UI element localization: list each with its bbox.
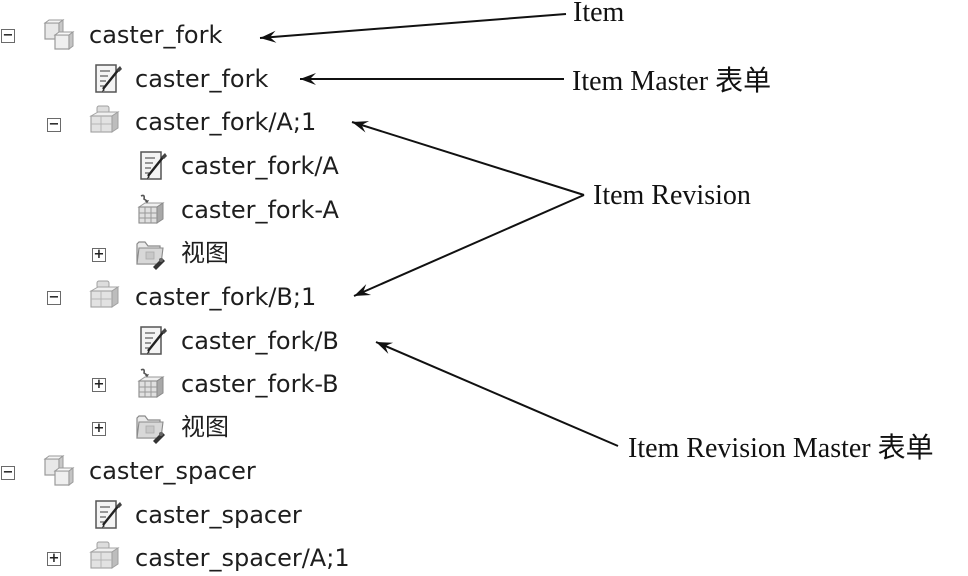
arrowhead	[376, 342, 394, 354]
minus-icon: −	[2, 28, 14, 43]
collapse-toggle[interactable]: −	[1, 29, 15, 43]
form-icon	[137, 149, 171, 183]
dataset-icon	[135, 367, 169, 401]
tree-node-label[interactable]: caster_fork-A	[181, 196, 339, 224]
tree-node-label[interactable]: caster_spacer	[89, 457, 256, 485]
tree-node-label[interactable]: caster_fork/A	[181, 152, 339, 180]
item-icon	[41, 455, 75, 489]
dataset-icon	[135, 193, 169, 227]
plus-icon: +	[93, 421, 105, 436]
item-revision-icon	[88, 540, 122, 574]
tree-node-label[interactable]: 视图	[181, 413, 229, 441]
form-icon	[137, 324, 171, 358]
arrowhead	[300, 73, 316, 85]
arrowhead	[260, 30, 277, 43]
minus-icon: −	[48, 117, 60, 132]
minus-icon: −	[48, 290, 60, 305]
tree-node-label[interactable]: caster_fork	[135, 65, 269, 93]
expand-toggle[interactable]: +	[92, 422, 106, 436]
annotation-item-master: Item Master 表单	[572, 66, 772, 97]
folder-icon	[134, 410, 168, 444]
collapse-toggle[interactable]: −	[1, 466, 15, 480]
tree-node-label[interactable]: caster_fork/B	[181, 327, 339, 355]
tree-node-label[interactable]: caster_fork	[89, 21, 223, 49]
tree-node-label[interactable]: caster_fork/B;1	[135, 283, 317, 311]
folder-icon	[134, 236, 168, 270]
tree-node-label[interactable]: caster_spacer/A;1	[135, 544, 350, 572]
tree-node-label[interactable]: 视图	[181, 239, 229, 267]
minus-icon: −	[2, 465, 14, 480]
arrow-item-revision-a	[351, 121, 585, 196]
arrowhead	[352, 121, 370, 133]
tree-node-label[interactable]: caster_fork-B	[181, 370, 339, 398]
annotation-item: Item	[573, 0, 625, 28]
collapse-toggle[interactable]: −	[47, 118, 61, 132]
form-icon	[92, 62, 126, 96]
annotation-item-revision-master: Item Revision Master 表单	[628, 433, 934, 464]
plus-icon: +	[48, 551, 60, 566]
expand-toggle[interactable]: +	[47, 552, 61, 566]
plus-icon: +	[93, 247, 105, 262]
annotation-item-revision: Item Revision	[593, 180, 751, 211]
arrow-item-revision-master	[375, 341, 619, 447]
item-revision-icon	[88, 104, 122, 138]
arrow-item	[259, 13, 567, 39]
expand-toggle[interactable]: +	[92, 378, 106, 392]
tree-node-label[interactable]: caster_fork/A;1	[135, 108, 317, 136]
collapse-toggle[interactable]: −	[47, 291, 61, 305]
arrowhead	[354, 284, 372, 296]
arrow-item-revision-b	[353, 194, 585, 297]
form-icon	[92, 498, 126, 532]
item-revision-icon	[88, 279, 122, 313]
expand-toggle[interactable]: +	[92, 248, 106, 262]
item-icon	[41, 19, 75, 53]
plus-icon: +	[93, 377, 105, 392]
tree-node-label[interactable]: caster_spacer	[135, 501, 302, 529]
